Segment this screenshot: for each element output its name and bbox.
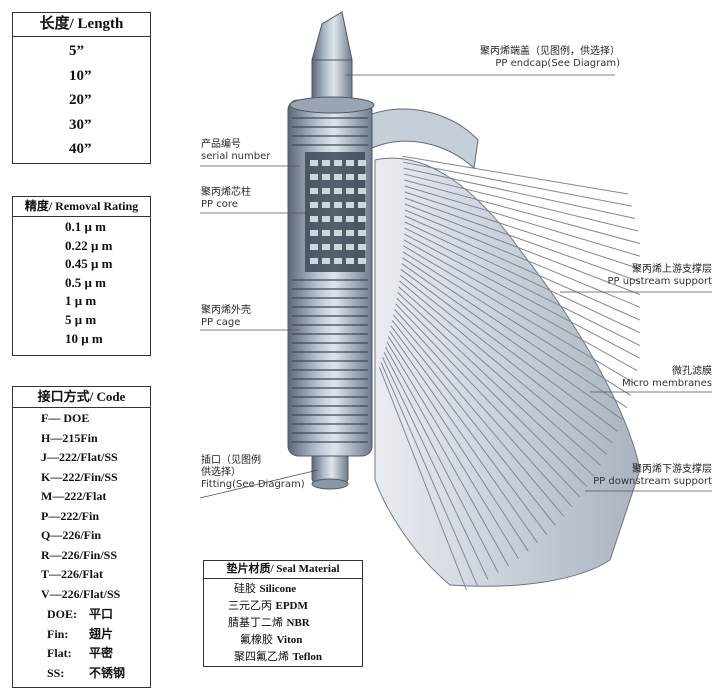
- callout-fitting-en: Fitting(See Diagram): [201, 479, 305, 490]
- code-legend-abbr: Flat:: [47, 646, 72, 660]
- seal-material-zh: 聚四氟乙烯: [234, 650, 289, 663]
- code-legend-meaning: 不锈钢: [89, 665, 126, 680]
- removal-rating-item: 0.45 μ m: [65, 256, 113, 272]
- callout-leader-lines: [199, 74, 712, 499]
- code-legend-item: SS: 不锈钢: [13, 664, 150, 684]
- code-item: R—226/Fin/SS: [41, 547, 118, 562]
- seal-material-zh: 硅胶: [234, 582, 256, 595]
- seal-material-en: Teflon: [292, 651, 323, 663]
- callout-core-zh: 聚丙烯芯柱: [201, 187, 251, 198]
- code-legend: DOE: 平口 Fin: 翅片 Flat: 平密 SS: 不锈钢: [13, 604, 150, 683]
- seal-material-item: 三元乙丙 EPDM: [204, 597, 362, 614]
- callout-cage-en: PP cage: [201, 317, 241, 328]
- callout-core-en: PP core: [201, 199, 238, 210]
- callout-downstream: 聚丙烯下游支撑层 PP downstream support: [560, 464, 712, 488]
- removal-rating-item: 10 μ m: [65, 330, 103, 346]
- code-legend-abbr: SS:: [47, 665, 65, 680]
- code-item: F— DOE: [41, 411, 90, 425]
- callout-endcap-zh: 聚丙烯端盖（见图例，供选择）: [480, 46, 620, 57]
- callout-fitting: 插口（见图例 供选择） Fitting(See Diagram): [201, 455, 305, 491]
- seal-material-item: 聚四氟乙烯 Teflon: [204, 648, 362, 665]
- removal-rating-box: 精度/ Removal Rating 0.1 μ m 0.22 μ m 0.45 μ…: [12, 196, 151, 356]
- code-item: M—222/Flat: [41, 489, 107, 503]
- length-options-box: 长度/ Length 5” 10” 20” 30” 40”: [12, 12, 151, 164]
- length-item: 10”: [69, 67, 92, 84]
- code-item: P—222/Fin: [41, 508, 100, 523]
- code-legend-meaning: 平口: [89, 607, 114, 621]
- callout-membrane: 微孔滤膜 Micro membranes: [590, 366, 712, 390]
- pleated-membrane-fan: [374, 155, 641, 591]
- callout-downstream-zh: 聚丙烯下游支撑层: [632, 464, 712, 475]
- removal-rating-item: 5 μ m: [65, 311, 97, 327]
- seal-material-en: Silicone: [259, 583, 297, 595]
- length-item: 20”: [69, 92, 92, 108]
- seal-material-header: 垫片材质/ Seal Material: [204, 561, 362, 579]
- removal-rating-item: 0.22 μ m: [65, 237, 113, 253]
- callout-serial: 产品编号 serial number: [201, 139, 270, 163]
- code-legend-item: Fin: 翅片: [13, 625, 150, 645]
- code-legend-meaning: 平密: [89, 646, 114, 660]
- code-legend-item: DOE: 平口: [13, 605, 150, 625]
- length-item: 5”: [69, 43, 84, 59]
- callout-serial-en: serial number: [201, 151, 271, 162]
- code-item: V—226/Flat/SS: [41, 586, 121, 601]
- callout-endcap-en: PP endcap(See Diagram): [495, 58, 620, 69]
- removal-rating-list: 0.1 μ m 0.22 μ m 0.45 μ m 0.5 μ m 1 μ m 5 μ m…: [13, 217, 150, 348]
- callout-upstream: 聚丙烯上游支撑层 PP upstream support: [560, 264, 712, 288]
- callout-serial-zh: 产品编号: [201, 139, 241, 150]
- callout-membrane-zh: 微孔滤膜: [672, 366, 712, 377]
- code-legend-meaning: 翅片: [89, 626, 114, 641]
- seal-material-en: EPDM: [275, 600, 308, 612]
- code-item: J—222/Flat/SS: [41, 450, 118, 464]
- removal-rating-item: 1 μ m: [65, 293, 97, 309]
- seal-material-zh: 三元乙丙: [228, 599, 272, 612]
- callout-fitting-zh2: 供选择）: [201, 467, 241, 478]
- callout-cage: 聚丙烯外壳 PP cage: [201, 305, 251, 329]
- code-header: 接口方式/ Code: [13, 387, 150, 408]
- seal-material-zh: 腈基丁二烯: [228, 616, 283, 629]
- code-legend-abbr: DOE:: [47, 607, 77, 621]
- seal-material-item: 腈基丁二烯 NBR: [204, 614, 362, 631]
- seal-material-en: Viton: [276, 634, 303, 646]
- callout-upstream-zh: 聚丙烯上游支撑层: [632, 264, 712, 275]
- length-header: 长度/ Length: [13, 13, 150, 37]
- code-item: H—215Fin: [41, 430, 98, 445]
- removal-rating-header: 精度/ Removal Rating: [13, 197, 150, 217]
- callout-downstream-en: PP downstream support: [593, 476, 712, 487]
- upstream-support-ring: [361, 108, 479, 169]
- code-item: T—226/Flat: [41, 567, 103, 581]
- callout-upstream-en: PP upstream support: [607, 276, 712, 287]
- length-list: 5” 10” 20” 30” 40”: [13, 37, 150, 162]
- removal-rating-item: 0.5 μ m: [65, 274, 106, 290]
- seal-material-en: NBR: [286, 617, 310, 629]
- callout-fitting-zh1: 插口（见图例: [201, 455, 261, 466]
- callout-endcap: 聚丙烯端盖（见图例，供选择） PP endcap(See Diagram): [420, 46, 620, 70]
- code-legend-abbr: Fin:: [47, 626, 69, 641]
- seal-material-zh: 氟橡胶: [240, 633, 273, 646]
- code-legend-item: Flat: 平密: [13, 644, 150, 664]
- removal-rating-item: 0.1 μ m: [65, 219, 106, 234]
- cartridge-body: [287, 11, 375, 490]
- callout-core: 聚丙烯芯柱 PP core: [201, 187, 251, 211]
- seal-material-item: 硅胶 Silicone: [204, 580, 362, 597]
- callout-cage-zh: 聚丙烯外壳: [201, 305, 251, 316]
- code-item: K—222/Fin/SS: [41, 469, 118, 484]
- callout-membrane-en: Micro membranes: [621, 378, 712, 389]
- length-item: 30”: [69, 116, 92, 133]
- code-item: Q—226/Fin: [41, 528, 102, 542]
- seal-material-item: 氟橡胶 Viton: [204, 631, 362, 648]
- length-item: 40”: [69, 141, 92, 157]
